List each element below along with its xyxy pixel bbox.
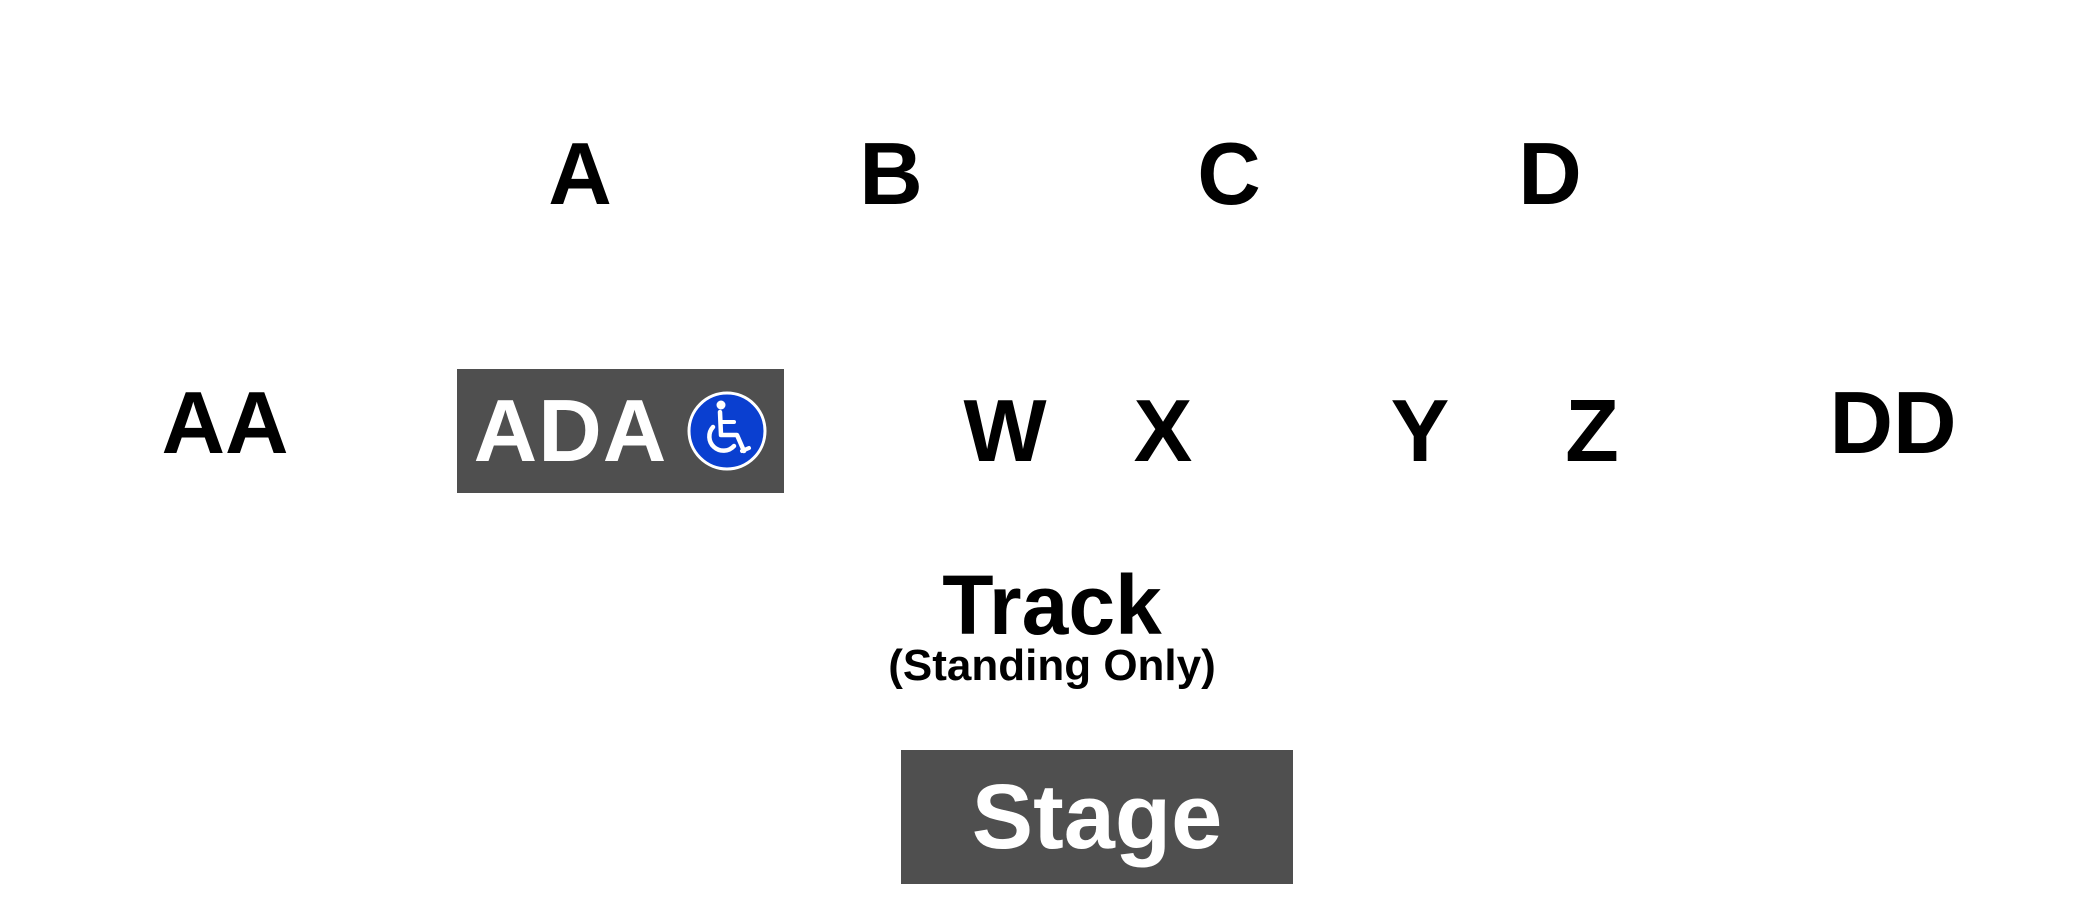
section-a[interactable]: A	[548, 124, 612, 223]
section-c[interactable]: C	[1197, 124, 1261, 223]
stage: Stage	[901, 750, 1293, 884]
ada-label: ADA	[473, 381, 668, 480]
track-subtitle: (Standing Only)	[888, 641, 1216, 690]
stage-label: Stage	[971, 766, 1223, 868]
section-y[interactable]: Y	[1390, 381, 1450, 480]
section-aa[interactable]: AA	[161, 373, 289, 472]
section-x[interactable]: X	[1133, 381, 1193, 480]
section-w[interactable]: W	[963, 381, 1047, 480]
section-d[interactable]: D	[1518, 124, 1582, 223]
wheelchair-accessibility-icon	[687, 391, 767, 471]
track-title[interactable]: Track	[942, 558, 1162, 652]
section-b[interactable]: B	[859, 124, 923, 223]
section-z[interactable]: Z	[1565, 381, 1619, 480]
ada-section[interactable]: ADA	[457, 369, 784, 493]
section-dd[interactable]: DD	[1829, 373, 1957, 472]
